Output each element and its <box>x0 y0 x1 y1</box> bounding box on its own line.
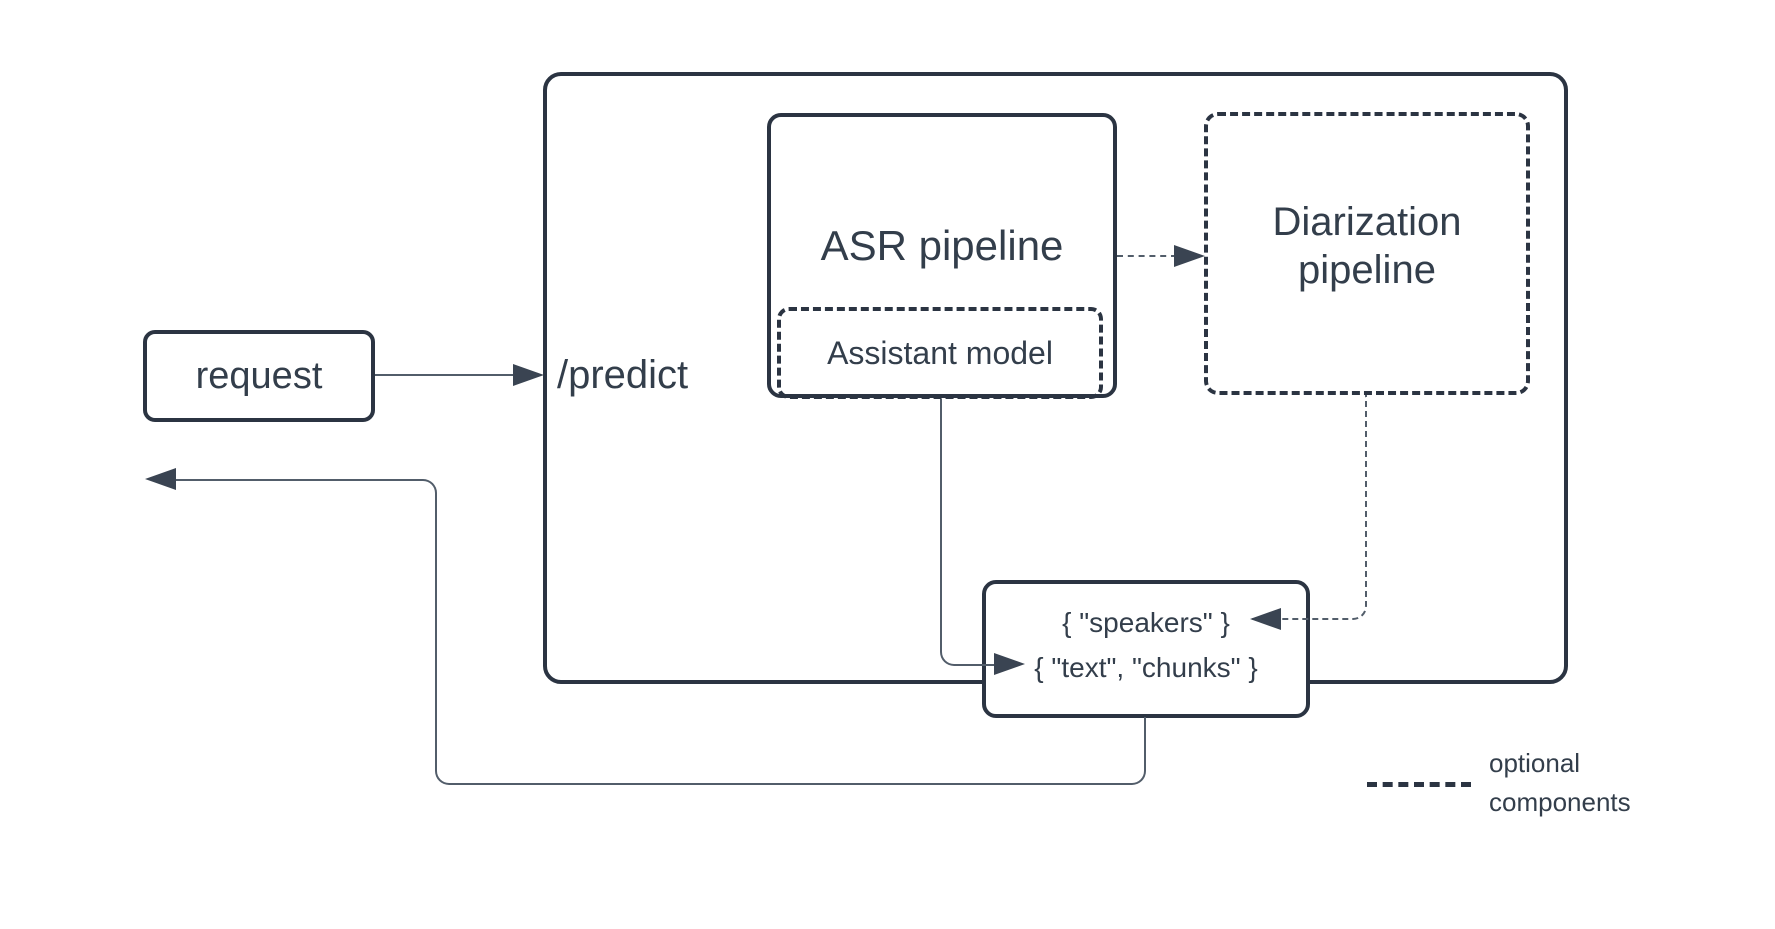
predict-endpoint-label: /predict <box>557 353 689 397</box>
diarization-to-output-connector <box>1252 395 1367 620</box>
arrowhead-right-icon <box>994 653 1025 675</box>
output-speakers-text: { "speakers" } <box>1062 607 1230 638</box>
arrowhead-left-icon <box>1250 608 1281 630</box>
request-node: request <box>143 330 375 422</box>
legend-label: optional components <box>1489 744 1631 822</box>
output-return-connector-segment <box>700 717 1146 785</box>
asr-to-output-connector <box>940 399 998 666</box>
diarization-pipeline-node <box>1204 112 1530 395</box>
asr-pipeline-label: ASR pipeline <box>820 222 1064 269</box>
output-node: { "speakers" } { "text", "chunks" } <box>982 580 1310 718</box>
legend-label-line1: optional <box>1489 748 1581 778</box>
arrowhead-right-icon <box>513 364 544 386</box>
assistant-model-node: Assistant model <box>777 307 1103 399</box>
arrowhead-left-icon <box>145 468 176 490</box>
output-text-chunks-text: { "text", "chunks" } <box>1034 652 1258 683</box>
legend-label-line2: components <box>1489 787 1631 817</box>
arrowhead-right-icon <box>1174 245 1205 267</box>
assistant-model-label: Assistant model <box>827 334 1053 371</box>
asr-to-diarization-connector <box>1117 255 1177 257</box>
legend-dashed-line-sample <box>1367 782 1471 787</box>
diarization-pipeline-label: Diarization pipeline <box>1272 200 1462 292</box>
request-node-label: request <box>195 354 323 397</box>
request-to-predict-connector <box>375 374 515 376</box>
output-return-connector-segment <box>176 479 437 497</box>
output-return-connector-segment <box>435 495 700 785</box>
